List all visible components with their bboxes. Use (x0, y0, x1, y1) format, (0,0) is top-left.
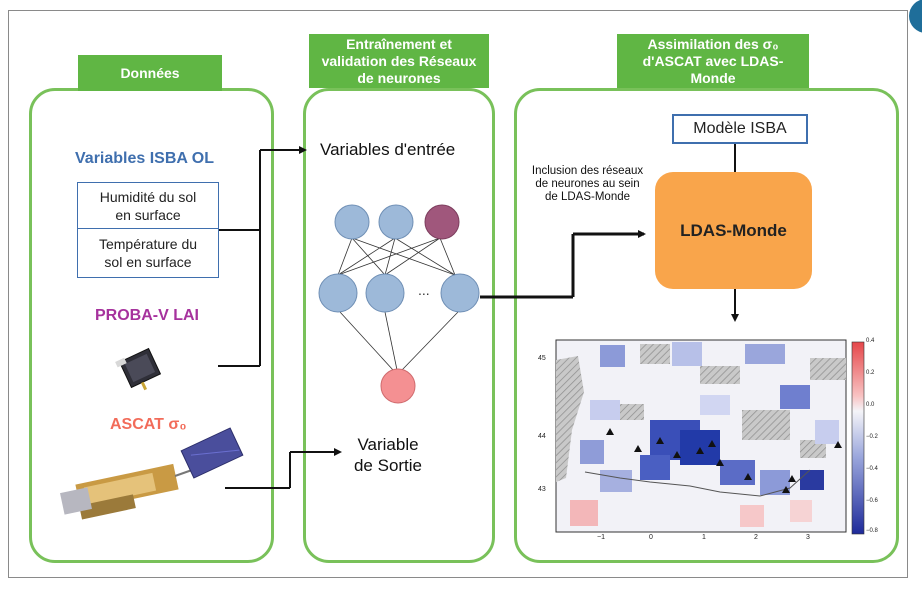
isba-model-box: Modèle ISBA (672, 114, 808, 144)
data-panel-header: Données (78, 55, 222, 91)
map-xtick-2: 2 (754, 534, 758, 541)
map-colorbar (851, 341, 865, 535)
inclusion-note: Inclusion des réseaux de neurones au sei… (531, 165, 644, 203)
colorbar-tick-6: −0.8 (866, 528, 878, 534)
hidden-layer-ellipsis: ... (418, 282, 430, 298)
station-markers (606, 428, 842, 493)
ascat-sigma0-title: ASCAT σ₀ (110, 416, 187, 433)
input-node-2 (378, 204, 414, 240)
network-to-ldas-arrow (480, 230, 646, 299)
colorbar-tick-3: −0.2 (866, 434, 878, 440)
output-node (380, 368, 416, 404)
colorbar-tick-2: 0.0 (866, 402, 875, 408)
figure-frame (8, 0, 922, 578)
map-xtick-1: 1 (702, 534, 706, 541)
colorbar-tick-0: 0.4 (866, 338, 875, 344)
ldas-monde-box: LDAS-Monde (655, 172, 812, 289)
proba-v-lai-title: PROBA-V LAI (95, 307, 199, 324)
input-connector-lines (218, 146, 307, 367)
input-node-1 (334, 204, 370, 240)
map-ytick-43: 43 (538, 486, 546, 493)
input-node-3 (424, 204, 460, 240)
colorbar-tick-4: −0.4 (866, 466, 878, 472)
map-ytick-44: 44 (538, 433, 546, 440)
training-panel (303, 88, 495, 563)
training-panel-header: Entraînement et validation des Réseaux d… (309, 34, 489, 88)
network-edges (337, 237, 459, 371)
colorbar-tick-5: −0.6 (866, 498, 878, 504)
map-cells (556, 342, 846, 527)
assimilation-panel-header: Assimilation des σ₀ d'ASCAT avec LDAS-Mo… (617, 34, 809, 88)
isba-var-soil-moisture: Humidité du sol en surface (77, 182, 219, 230)
hidden-node-1 (318, 273, 358, 313)
map-xtick-neg1: −1 (597, 534, 605, 541)
map-xtick-3: 3 (806, 534, 810, 541)
corner-badge (909, 0, 922, 33)
hidden-node-2 (365, 273, 405, 313)
output-connector-lines (225, 448, 342, 489)
map-xtick-0: 0 (649, 534, 653, 541)
output-variable-label: Variable de Sortie (353, 435, 423, 475)
isba-variables-title: Variables ISBA OL (75, 150, 215, 167)
colorbar-tick-1: 0.2 (866, 370, 875, 376)
isba-var-soil-temperature: Température du sol en surface (77, 228, 219, 278)
map-ytick-45: 45 (538, 355, 546, 362)
hidden-node-3 (440, 273, 480, 313)
input-variables-label: Variables d'entrée (320, 140, 456, 159)
ascat-satellite-icon (60, 427, 244, 520)
anomaly-map (555, 339, 865, 535)
proba-v-satellite-icon (115, 347, 162, 391)
